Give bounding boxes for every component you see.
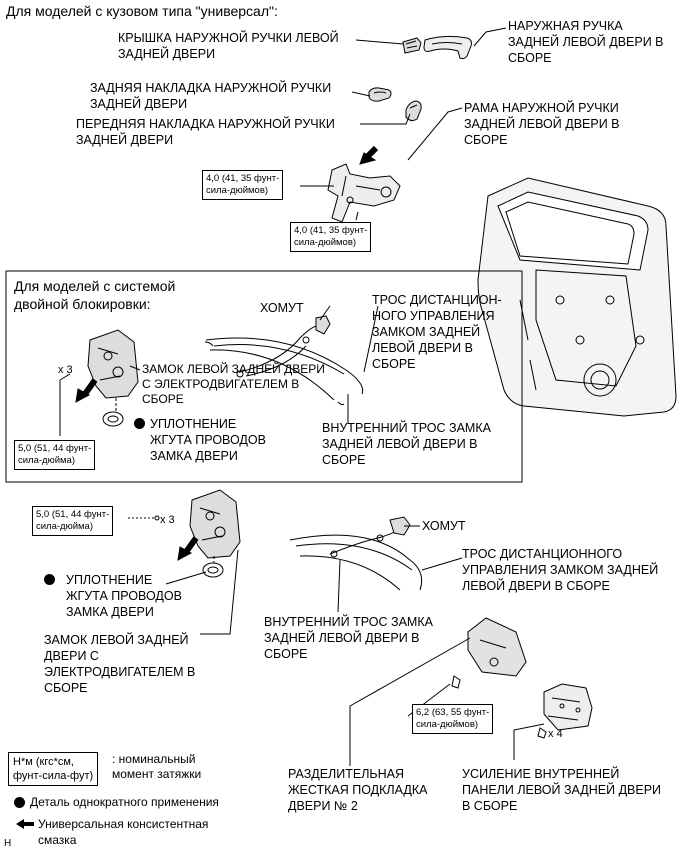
outer-handle-part bbox=[423, 35, 472, 60]
label-outer-handle-assy: НАРУЖНАЯ РУЧКА ЗАДНЕЙ ЛЕВОЙ ДВЕРИ В СБОР… bbox=[508, 19, 664, 65]
label-inner-cable-2: ВНУТРЕННИЙ ТРОС ЗАМКА ЗАДНЕЙ ЛЕВОЙ ДВЕРИ… bbox=[264, 615, 433, 661]
count-reinforce: x 4 bbox=[548, 728, 563, 740]
label-handle-frame: РАМА НАРУЖНОЙ РУЧКИ ЗАДНЕЙ ЛЕВОЙ ДВЕРИ В… bbox=[464, 101, 620, 147]
label-clamp-2: ХОМУТ bbox=[422, 519, 466, 533]
rear-pad-part bbox=[368, 87, 392, 102]
torque-frame-a: 4,0 (41, 35 фунт- сила-дюймов) bbox=[202, 170, 284, 200]
torque-frame-b: 4,0 (41, 35 фунт- сила-дюймов) bbox=[290, 222, 372, 252]
label-seal-1: УПЛОТНЕНИЕ ЖГУТА ПРОВОДОВ ЗАМКА ДВЕРИ bbox=[150, 417, 266, 463]
lock-motor-1-part bbox=[75, 329, 139, 412]
section-title-double-lock: Для моделей с системой двойной блокировк… bbox=[14, 278, 176, 312]
torque-lock-2: 5,0 (51, 44 фунт- сила-дюйма) bbox=[32, 506, 114, 536]
legend-unit-box: Н*м (кгс*см, фунт-сила-фут) bbox=[8, 752, 99, 786]
torque-lock-1: 5,0 (51, 44 фунт- сила-дюйма) bbox=[14, 440, 96, 470]
legend-unit-desc: : номинальный момент затяжки bbox=[112, 752, 202, 781]
legend-grease: Универсальная консистентная смазка bbox=[38, 817, 209, 847]
count-lock-1: x 3 bbox=[58, 364, 73, 376]
cables-1-part bbox=[204, 325, 364, 406]
seal-2-part bbox=[202, 562, 224, 578]
leader-lines bbox=[59, 27, 545, 766]
label-handle-cover: КРЫШКА НАРУЖНОЙ РУЧКИ ЛЕВОЙ ЗАДНЕЙ ДВЕРИ bbox=[118, 31, 339, 61]
panel-reinforcement-part bbox=[537, 683, 593, 739]
label-lock-motor-2: ЗАМОК ЛЕВОЙ ЗАДНЕЙ ДВЕРИ С ЭЛЕКТРОДВИГАТ… bbox=[44, 633, 196, 695]
cables-2-part bbox=[289, 529, 423, 591]
bolt-leader-2 bbox=[128, 515, 160, 521]
clamp-1-part bbox=[315, 315, 331, 335]
clamp-2-part bbox=[389, 516, 411, 536]
pad-no2-part bbox=[451, 617, 527, 689]
label-rear-pad: ЗАДНЯЯ НАКЛАДКА НАРУЖНОЙ РУЧКИ ЗАДНЕЙ ДВ… bbox=[90, 81, 332, 111]
label-panel-reinforcement: УСИЛЕНИЕ ВНУТРЕННЕЙ ПАНЕЛИ ЛЕВОЙ ЗАДНЕЙ … bbox=[462, 767, 662, 813]
lock-motor-2-part bbox=[177, 489, 241, 568]
label-lock-motor-1: ЗАМОК ЛЕВОЙ ЗАДНЕЙ ДВЕРИ С ЭЛЕКТРОДВИГАТ… bbox=[142, 362, 325, 406]
grease-arrow-icon bbox=[16, 819, 34, 829]
figure-code: H bbox=[4, 838, 12, 849]
label-seal-2: УПЛОТНЕНИЕ ЖГУТА ПРОВОДОВ ЗАМКА ДВЕРИ bbox=[66, 573, 182, 619]
label-inner-cable-1: ВНУТРЕННИЙ ТРОС ЗАМКА ЗАДНЕЙ ЛЕВОЙ ДВЕРИ… bbox=[322, 421, 491, 467]
handle-frame-part bbox=[327, 145, 401, 223]
legend-single-use-icon bbox=[14, 797, 25, 808]
double-lock-section-frame bbox=[5, 270, 523, 483]
label-clamp-1: ХОМУТ bbox=[260, 301, 304, 315]
label-remote-cable-2: ТРОС ДИСТАНЦИОННОГО УПРАВЛЕНИЯ ЗАМКОМ ЗА… bbox=[462, 547, 659, 593]
label-remote-cable-1: ТРОС ДИСТАНЦИОН- НОГО УПРАВЛЕНИЯ ЗАМКОМ … bbox=[372, 293, 502, 371]
single-use-icon-2 bbox=[44, 574, 55, 585]
label-front-pad: ПЕРЕДНЯЯ НАКЛАДКА НАРУЖНОЙ РУЧКИ ЗАДНЕЙ … bbox=[76, 117, 335, 147]
rear-door-shell bbox=[477, 177, 677, 417]
torque-pad: 6,2 (63, 55 фунт- сила-дюймов) bbox=[412, 704, 494, 734]
single-use-icon bbox=[134, 418, 145, 429]
seal-1-part bbox=[102, 411, 124, 427]
legend-single-use: Деталь однократного применения bbox=[30, 795, 219, 809]
label-pad-no2: РАЗДЕЛИТЕЛЬНАЯ ЖЕСТКАЯ ПОДКЛАДКА ДВЕРИ №… bbox=[288, 767, 428, 813]
section-title-wagon: Для моделей с кузовом типа "универсал": bbox=[6, 3, 278, 19]
count-lock-2: x 3 bbox=[160, 514, 175, 526]
handle-cover-part bbox=[402, 37, 422, 54]
